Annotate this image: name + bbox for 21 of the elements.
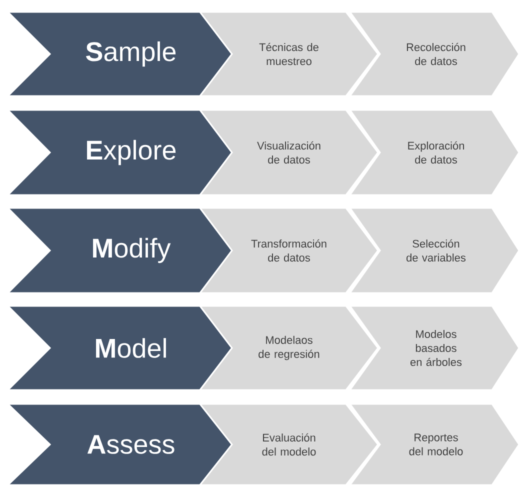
chevron-step: Model — [6, 305, 233, 391]
chevron-box: Transformación de datos — [198, 207, 379, 294]
chevron-box: Recolección de datos — [348, 11, 519, 97]
chevron-box: Técnicas de muestreo — [198, 11, 379, 97]
chevron-step: Assess — [6, 403, 233, 486]
node-label: Reportes del modelo — [409, 434, 463, 456]
chevron-box: Modelos basados en árboles — [348, 305, 519, 391]
chevron-box: Visualización de datos — [198, 109, 379, 196]
node-label: Recolección de datos — [406, 42, 466, 66]
chevron-step: Modify — [6, 207, 233, 294]
chevron-step: Explore — [6, 109, 233, 196]
node-label: Selección de variables — [406, 239, 466, 262]
node-label: Evaluación del modelo — [262, 433, 316, 456]
node-label: Modelos basados en árboles — [410, 330, 462, 366]
node-label: Exploración de datos — [408, 141, 464, 164]
chevron-box: Modelaos de regresión — [198, 305, 379, 391]
chevron-box: Reportes del modelo — [348, 403, 519, 486]
chevron-box: Evaluación del modelo — [198, 403, 379, 486]
chevron-step: Sample — [6, 11, 233, 97]
chevron-box: Selección de variables — [348, 207, 519, 294]
chevron-box: Exploración de datos — [348, 109, 519, 196]
